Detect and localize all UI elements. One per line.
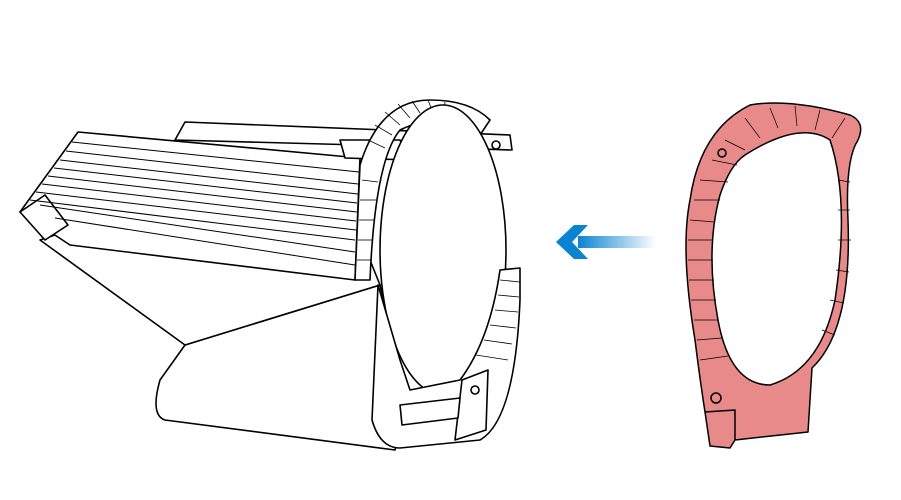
direction-arrow-icon — [556, 225, 656, 259]
blade-guard-ring-icon — [685, 102, 862, 449]
slicer-body-icon — [19, 99, 521, 451]
